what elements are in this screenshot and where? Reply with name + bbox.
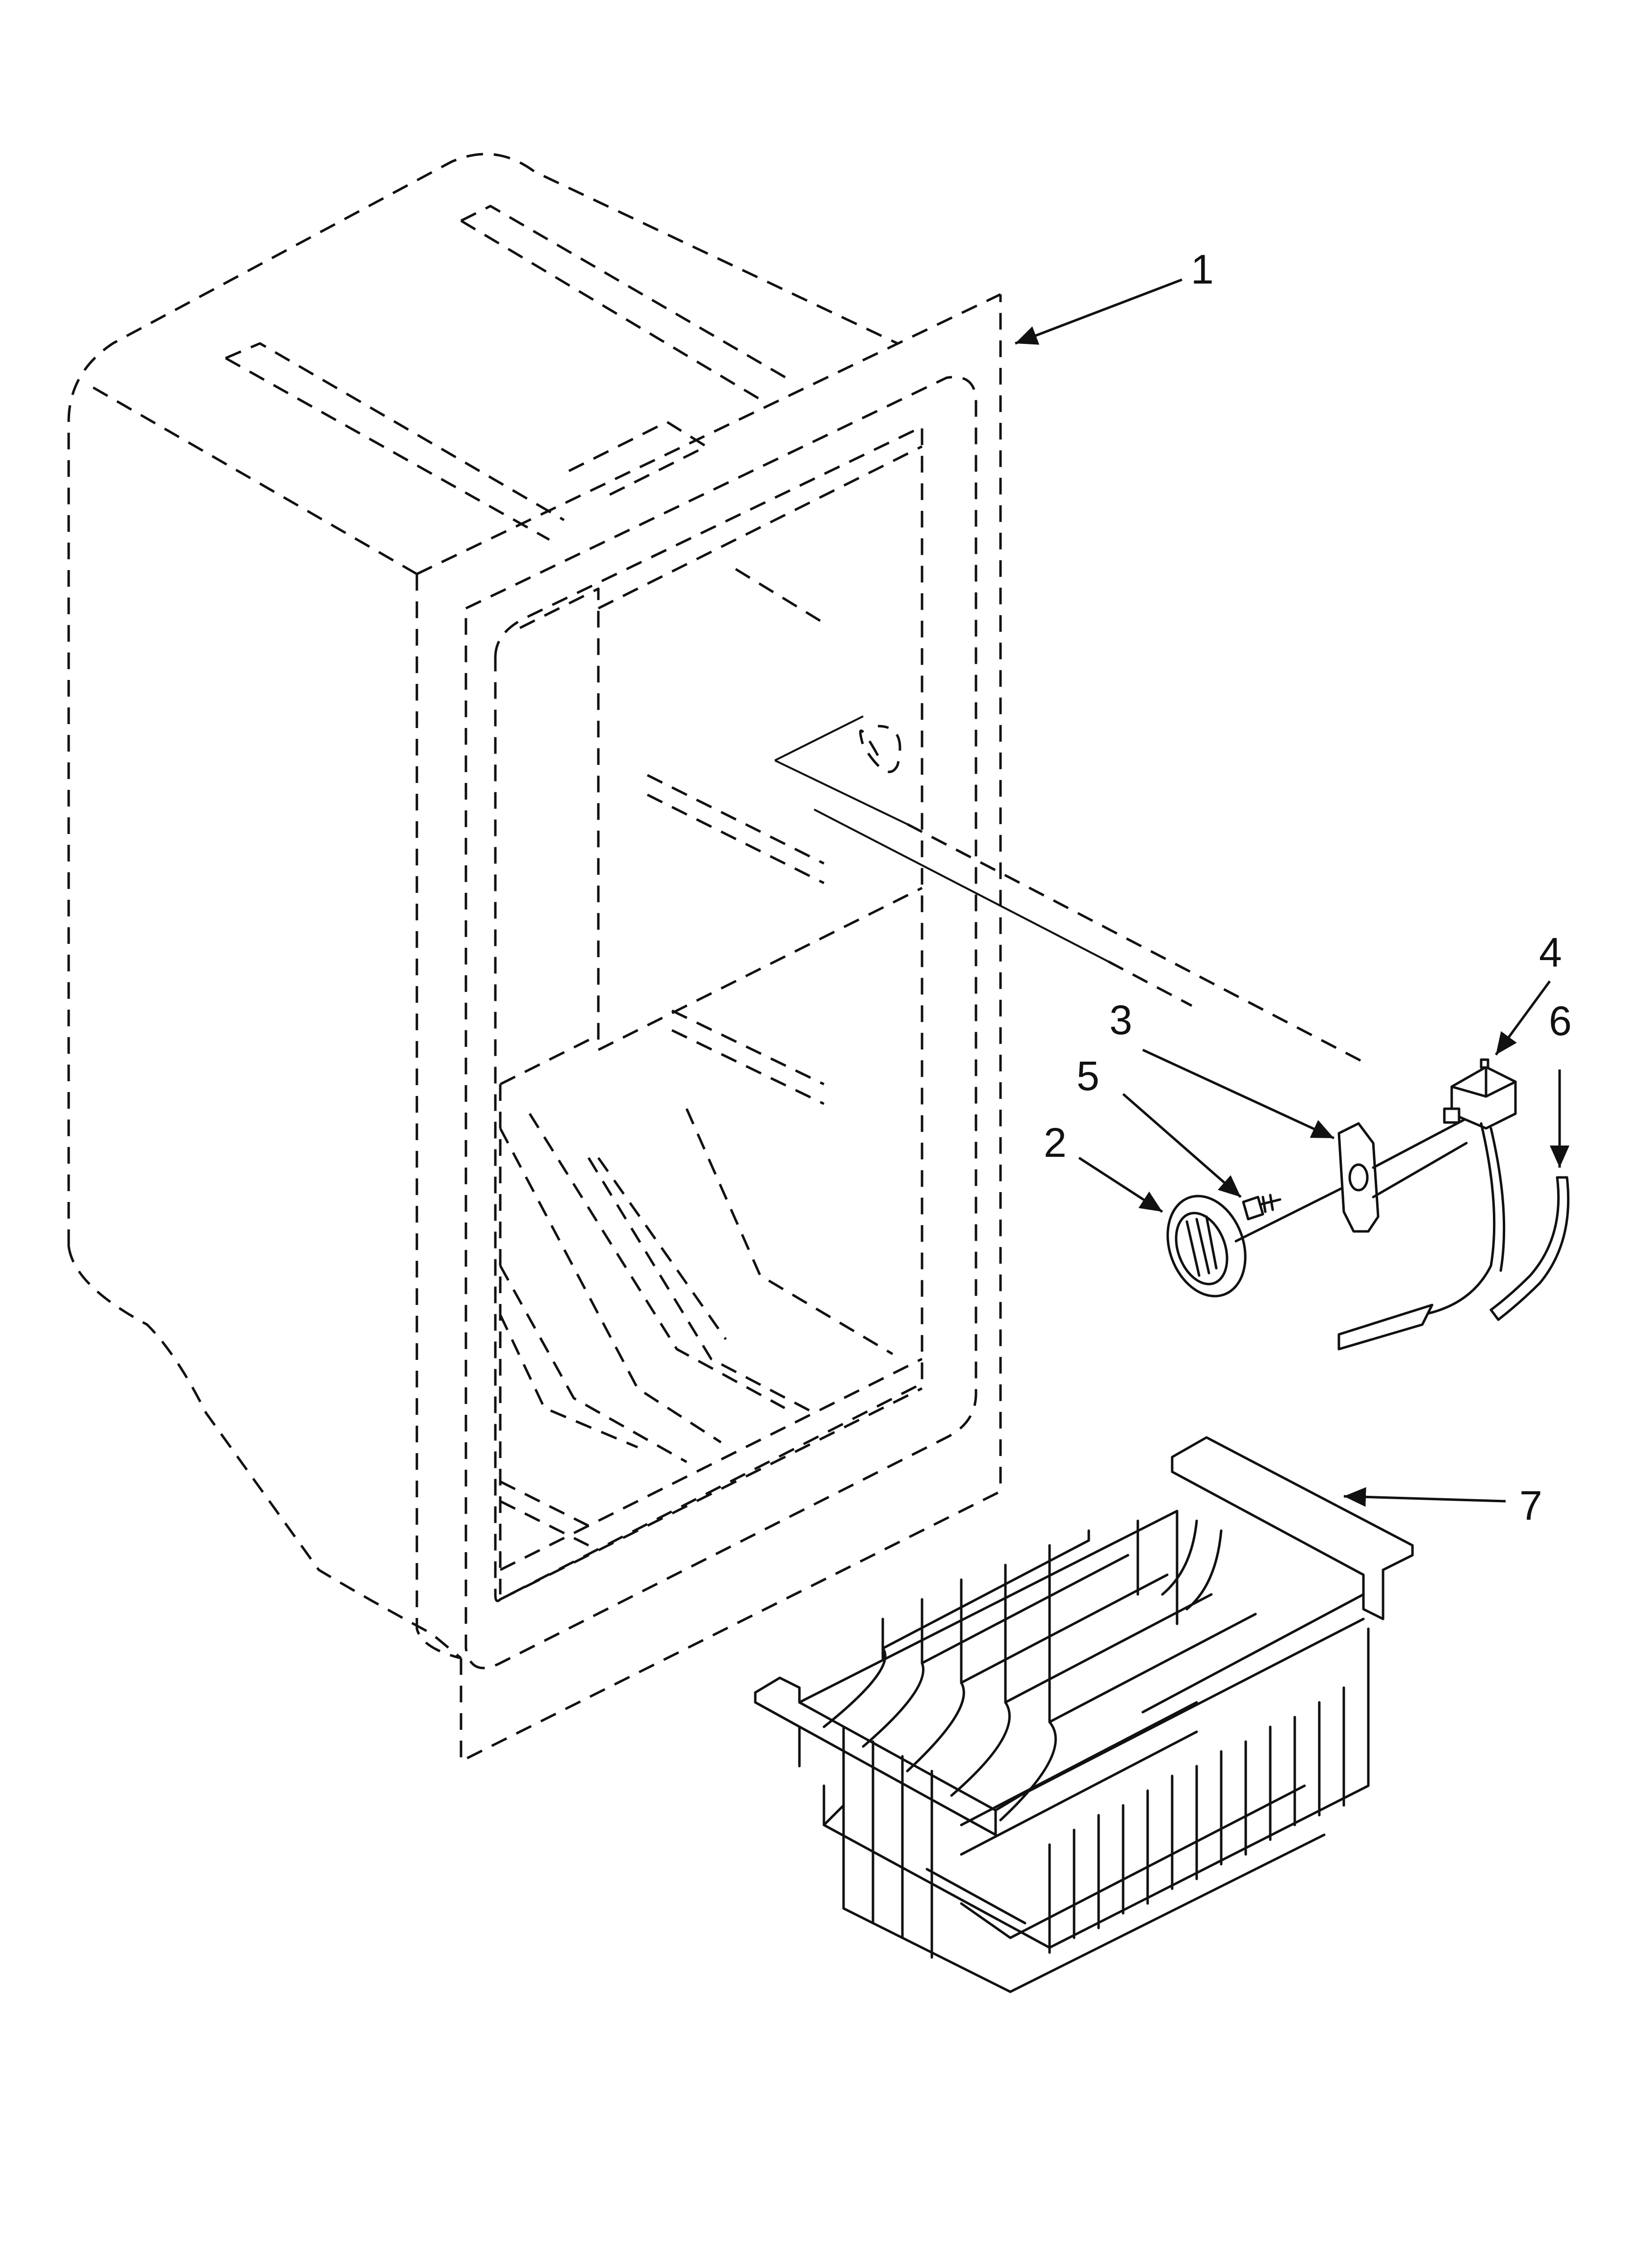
wire-basket [754,1436,1414,1993]
callout-3: 3 [1109,997,1132,1043]
cabinet-outline [67,153,1002,1763]
callout-6: 6 [1549,998,1572,1044]
screw [1242,1194,1282,1221]
callout-1: 1 [1191,246,1214,292]
thermostat-knob [1166,1181,1355,1298]
callout-5: 5 [1077,1053,1100,1099]
callout-leaders [1015,278,1569,1507]
callout-4: 4 [1539,929,1562,975]
thermostat-capillary-lines [774,715,1369,1066]
callout-7: 7 [1519,1483,1542,1529]
thermostat-control [1337,1058,1517,1351]
mounting-plate [1337,1117,1468,1233]
callout-2: 2 [1044,1120,1067,1166]
drain-tube [1489,1176,1570,1321]
